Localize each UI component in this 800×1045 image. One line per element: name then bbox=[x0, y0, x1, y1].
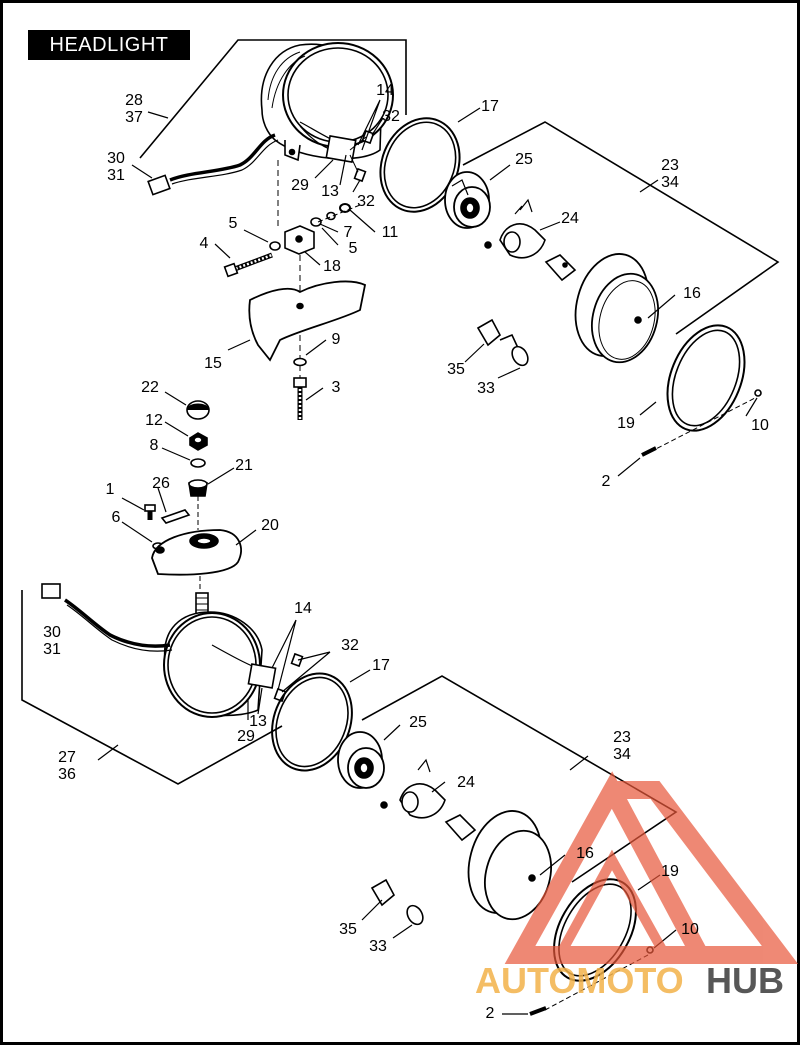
callout-c-17-top: 17 bbox=[481, 98, 499, 115]
callout-c-33-bot: 33 bbox=[369, 938, 387, 955]
watermark-brand: AUTOMOTO HUB bbox=[475, 960, 784, 1001]
callout-c-27-36-line2: 36 bbox=[58, 766, 76, 783]
top-headlight-assembly bbox=[139, 39, 780, 457]
callout-c-17-bot: 17 bbox=[372, 657, 390, 674]
callout-c-7: 7 bbox=[344, 224, 353, 241]
callout-c-23-34-bot-line1: 23 bbox=[613, 729, 631, 746]
callout-c-5-b: 5 bbox=[349, 240, 358, 257]
callout-c-11: 11 bbox=[382, 224, 399, 241]
callout-c-35-top: 35 bbox=[447, 361, 465, 378]
callout-c-10-bot: 10 bbox=[681, 921, 699, 938]
callout-c-27-36-line1: 27 bbox=[58, 749, 76, 766]
callout-c-16-top: 16 bbox=[683, 285, 701, 302]
callout-c-4: 4 bbox=[200, 235, 209, 252]
callout-c-20: 20 bbox=[261, 517, 279, 534]
callout-c-28-37-line2: 37 bbox=[125, 109, 143, 126]
callout-c-13-bot: 13 bbox=[249, 713, 267, 730]
callout-c-32-bot: 32 bbox=[341, 637, 359, 654]
headlamp-lens-16-top bbox=[574, 253, 659, 364]
callout-c-21: 21 bbox=[235, 457, 253, 474]
leader-lines bbox=[97, 99, 758, 1015]
callout-c-2-top: 2 bbox=[602, 473, 611, 490]
halogen-bulb-24-top bbox=[484, 198, 577, 282]
bottom-headlight-assembly bbox=[21, 583, 678, 1016]
callout-c-24-bot: 24 bbox=[457, 774, 475, 791]
halogen-bulb-24-bot bbox=[380, 758, 477, 842]
callout-c-25-bot: 25 bbox=[409, 714, 427, 731]
callout-c-19-top: 19 bbox=[617, 415, 635, 432]
callout-c-23-34-top-line1: 23 bbox=[661, 157, 679, 174]
bulb-socket-25-top bbox=[444, 171, 491, 229]
callout-c-9: 9 bbox=[332, 331, 341, 348]
callout-c-18: 18 bbox=[323, 258, 341, 275]
callout-c-29-bot: 29 bbox=[237, 728, 255, 745]
callout-c-30-31-bot-line2: 31 bbox=[43, 641, 61, 658]
diagram-title: HEADLIGHT bbox=[28, 30, 190, 60]
fork-bracket-15 bbox=[248, 280, 367, 362]
callout-c-2-bot: 2 bbox=[486, 1005, 495, 1022]
callout-c-35-bot: 35 bbox=[339, 921, 357, 938]
callout-c-30-31-top-line1: 30 bbox=[107, 150, 125, 167]
callout-c-32-top-b: 32 bbox=[357, 193, 375, 210]
callout-c-22: 22 bbox=[141, 379, 159, 396]
callout-c-14-bot: 14 bbox=[294, 600, 312, 617]
headlight-housing-top bbox=[260, 42, 394, 160]
headlamp-lens-16-bot bbox=[467, 810, 552, 921]
callout-c-25-top: 25 bbox=[515, 151, 533, 168]
callout-c-16-bot: 16 bbox=[576, 845, 594, 862]
callout-c-10-top: 10 bbox=[751, 417, 769, 434]
group-bracket-23-34-top bbox=[462, 121, 780, 335]
callout-c-5-a: 5 bbox=[229, 215, 238, 232]
callout-c-19-bot: 19 bbox=[661, 863, 679, 880]
callout-c-13-top: 13 bbox=[321, 183, 339, 200]
callout-c-8: 8 bbox=[150, 437, 159, 454]
callout-c-30-31-bot-line1: 30 bbox=[43, 624, 61, 641]
group-bracket-28-37 bbox=[139, 39, 407, 159]
watermark-brand-part1: AUTOMOTO bbox=[475, 960, 684, 1001]
callout-c-29-top: 29 bbox=[291, 177, 309, 194]
callout-c-32-top-a: 32 bbox=[382, 108, 400, 125]
headlight-housing-bottom bbox=[163, 611, 263, 718]
clamp-20 bbox=[151, 529, 242, 576]
callout-c-12: 12 bbox=[145, 412, 163, 429]
callout-c-3: 3 bbox=[332, 379, 341, 396]
watermark-logo bbox=[504, 771, 799, 964]
marker-bulb-35-33-top bbox=[476, 318, 529, 367]
group-bracket-23-34-bot bbox=[361, 675, 678, 883]
callout-c-23-34-bot-line2: 34 bbox=[613, 746, 631, 763]
callout-c-24-top: 24 bbox=[561, 210, 579, 227]
callout-c-26: 26 bbox=[152, 475, 170, 492]
callout-c-30-31-top-line2: 31 bbox=[107, 167, 125, 184]
callout-c-1: 1 bbox=[106, 481, 115, 498]
callout-c-33-top: 33 bbox=[477, 380, 495, 397]
watermark-brand-part2: HUB bbox=[706, 960, 784, 1001]
callout-c-23-34-top-line2: 34 bbox=[661, 174, 679, 191]
group-bracket-27-36 bbox=[21, 590, 283, 785]
callout-c-28-37-line1: 28 bbox=[125, 92, 143, 109]
mount-hardware bbox=[144, 400, 242, 592]
bulb-socket-25-bot bbox=[337, 731, 385, 789]
callout-c-14-top: 14 bbox=[376, 82, 394, 99]
callout-c-6: 6 bbox=[112, 509, 121, 526]
callout-c-15: 15 bbox=[204, 355, 222, 372]
marker-bulb-35-33-bot bbox=[370, 878, 424, 926]
